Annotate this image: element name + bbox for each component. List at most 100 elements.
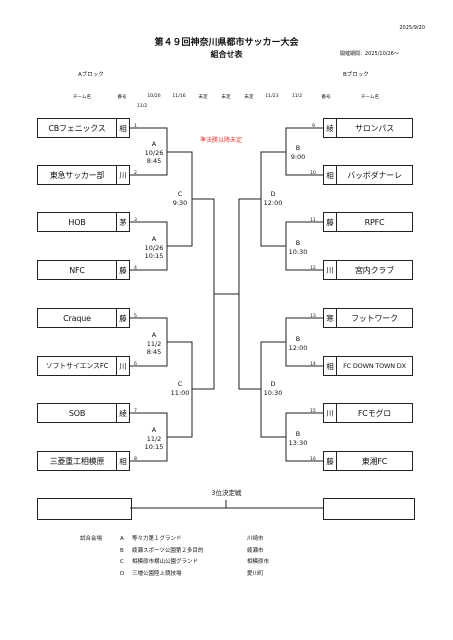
venue-code: D	[120, 570, 125, 577]
team-name: FC DOWN TOWN DX	[343, 362, 406, 370]
venue-name: 三増公園陸上競技場	[132, 570, 182, 577]
match-label-left-r1-2: A 10/26 10:15	[134, 235, 174, 261]
team-name: バッボダナーレ	[347, 170, 402, 180]
col-header-team-left: チーム名	[72, 95, 92, 100]
match-time: 9:30	[172, 198, 188, 207]
event-period: 開催期間：2025/10/26〜	[340, 51, 399, 57]
team-name: サロンパス	[355, 123, 394, 133]
team-slot-11: 藤 RPFC	[323, 212, 413, 232]
team-city: 相	[116, 452, 129, 470]
match-venue: D	[270, 380, 276, 388]
seed-number: 6	[134, 362, 137, 367]
match-date: 11/2	[146, 434, 162, 443]
match-time: 10:15	[144, 252, 164, 260]
match-date: 10/26	[144, 148, 164, 157]
team-city: 川	[116, 166, 129, 184]
team-name: 宮内クラブ	[355, 265, 394, 275]
team-city: 藤	[324, 213, 337, 231]
venue-name: 相模原市横山公園グランド	[132, 559, 199, 565]
block-b-label: Bブロック	[343, 72, 369, 78]
team-slot-3: HOB 茅	[37, 212, 130, 232]
team-slot-12: 川 宮内クラブ	[323, 260, 413, 280]
seed-number: 9	[312, 124, 315, 129]
seed-number: 3	[134, 218, 137, 223]
match-time: 13:30	[288, 438, 308, 447]
team-slot-15: 川 FCモグロ	[323, 403, 413, 423]
col-header-date-1: 10/26	[147, 94, 161, 99]
venue-row: 試合会場 A 等々力第１グランド 川崎市	[80, 534, 269, 546]
match-venue: A	[151, 235, 157, 243]
seed-number: 10	[310, 171, 316, 176]
col-header-date-7: 11/2	[291, 94, 303, 99]
team-name: CBフェニックス	[48, 123, 106, 133]
venue-city: 愛川町	[247, 570, 264, 577]
seed-number: 11	[310, 218, 316, 223]
col-header-city-left: 番号	[117, 95, 127, 100]
team-slot-13: 寒 フットワーク	[323, 308, 413, 328]
venue-name: 等々力第１グランド	[132, 536, 182, 542]
col-header-team-right: チーム名	[360, 95, 380, 100]
team-slot-10: 相 バッボダナーレ	[323, 165, 413, 185]
team-slot-2: 東急サッカー部 川	[37, 165, 130, 185]
match-venue: D	[270, 190, 276, 198]
seed-number: 5	[134, 314, 137, 319]
match-label-right-r2-1: D 12:00	[253, 190, 293, 207]
team-name: SOB	[68, 408, 86, 418]
match-venue: B	[295, 239, 301, 247]
match-venue: B	[295, 430, 301, 438]
col-header-extra-date: 11/2	[137, 104, 148, 109]
team-slot-14: 相 FC DOWN TOWN DX	[323, 356, 413, 376]
match-time: 10:30	[263, 388, 283, 397]
match-time: 12:00	[288, 343, 308, 352]
team-city: 綾	[324, 119, 337, 137]
team-slot-4: NFC 藤	[37, 260, 130, 280]
match-venue: C	[177, 380, 183, 388]
col-header-date-2: 11/16	[172, 94, 186, 99]
team-city: 綾	[116, 404, 129, 422]
venue-list: 試合会場 A 等々力第１グランド 川崎市 B 綾瀬スポーツ公園第２多目的 綾瀬市…	[80, 534, 269, 580]
venue-row: C 相模原市横山公園グランド 相模原市	[80, 557, 269, 569]
team-name: 東急サッカー部	[49, 170, 105, 180]
team-city: 川	[324, 261, 337, 279]
venue-city: 川崎市	[247, 536, 264, 542]
match-venue: C	[177, 190, 183, 198]
seed-number: 13	[310, 314, 316, 319]
match-time: 8:45	[146, 157, 162, 165]
team-name: ソフトサイエンスFC	[45, 362, 109, 370]
team-name: 三菱重工相模原	[49, 456, 105, 466]
team-name: NFC	[69, 265, 85, 275]
third-place-slot-right	[323, 498, 415, 520]
team-name: フットワーク	[351, 313, 398, 323]
match-label-left-r1-1: A 10/26 8:45	[134, 140, 174, 166]
col-header-date-4: 未定	[221, 95, 231, 100]
team-city: 寒	[324, 309, 337, 327]
block-a-label: Aブロック	[78, 72, 104, 78]
page-subtitle: 組合せ表	[210, 50, 243, 59]
match-time: 11:00	[170, 388, 190, 397]
team-slot-8: 三菱重工相模原 相	[37, 451, 130, 471]
col-header-city-right: 番号	[321, 95, 331, 100]
venue-city: 綾瀬市	[247, 547, 264, 554]
match-date: 10/26	[144, 243, 164, 252]
seed-number: 1	[134, 124, 137, 129]
match-time: 10:15	[144, 443, 164, 451]
team-city: 川	[324, 404, 337, 422]
match-label-left-r1-3: A 11/2 8:45	[134, 331, 174, 357]
match-label-left-r2-1: C 9:30	[160, 190, 200, 207]
match-venue: B	[295, 144, 301, 152]
match-time: 9:00	[290, 152, 306, 161]
seed-number: 7	[134, 409, 137, 414]
match-venue: A	[151, 140, 157, 148]
team-name: RPFC	[364, 217, 385, 227]
match-time: 8:45	[146, 348, 162, 356]
venue-code: A	[120, 536, 124, 542]
col-header-date-6: 11/23	[265, 94, 279, 99]
team-city: 茅	[116, 213, 129, 231]
team-name: FCモグロ	[357, 408, 392, 418]
third-place-slot-left	[37, 498, 132, 520]
venue-code: C	[120, 559, 124, 565]
semifinal-note: 準決勝以降未定	[200, 137, 243, 144]
team-name: Craque	[63, 313, 91, 323]
seed-number: 14	[310, 362, 316, 367]
